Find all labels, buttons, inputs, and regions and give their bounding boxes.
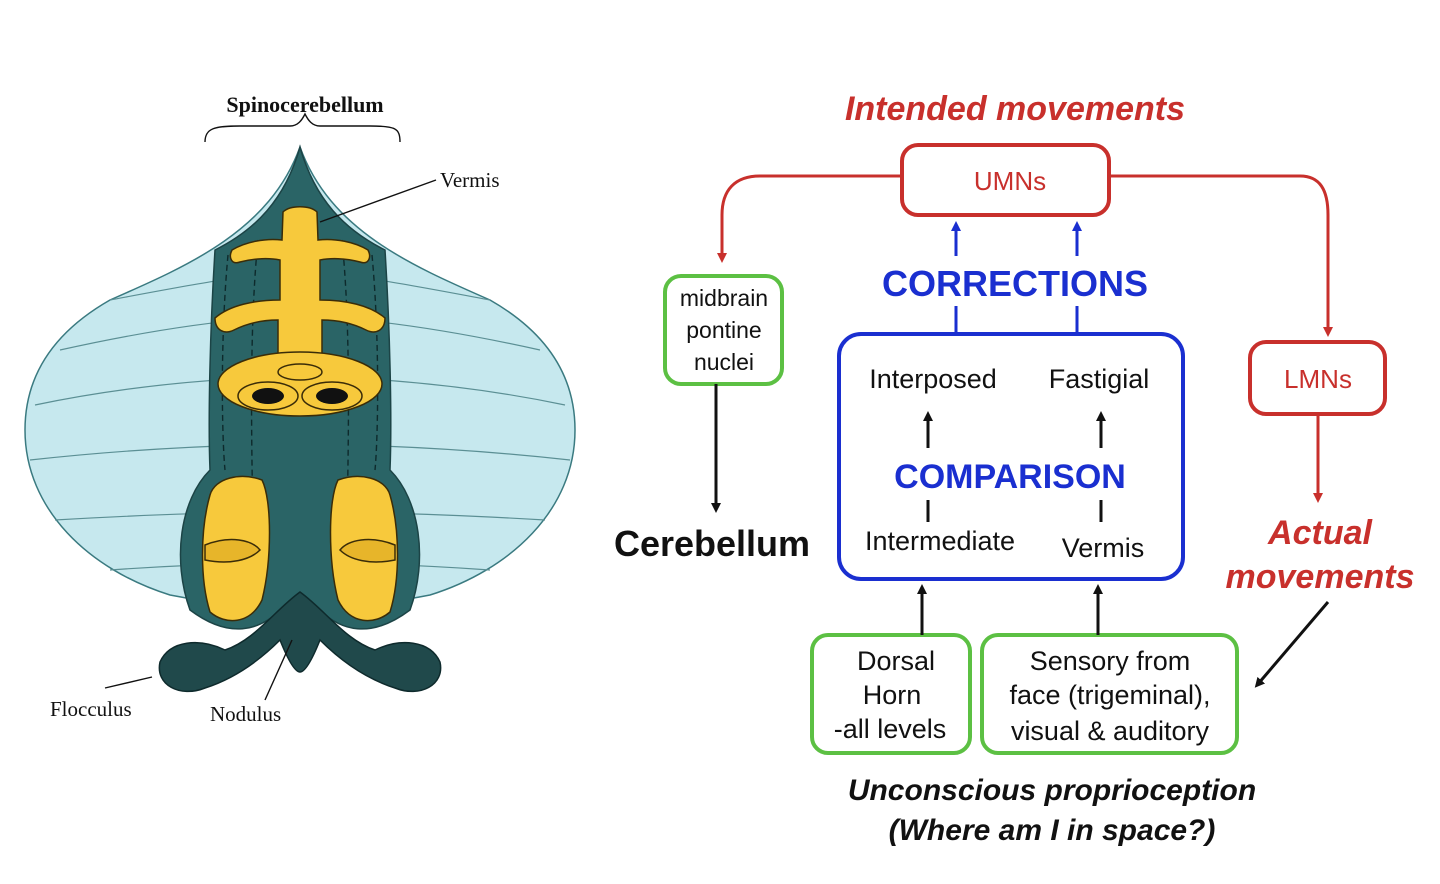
label-nodulus: Nodulus [210,702,281,726]
dorsal-line3: -all levels [834,714,947,744]
flocculonodular-lobe [158,591,442,693]
spinocerebellum-brace [204,112,401,143]
nodulus-leader [264,639,293,701]
corrections-label: CORRECTIONS [882,263,1148,304]
flocculus-leader [104,676,153,689]
sensory-box [980,633,1239,755]
fastigial-label: Fastigial [1049,364,1150,394]
sensory-line2: face (trigeminal), [1009,680,1210,710]
flow-diagram: Intended movements UMNs LMNs Actual move… [614,90,1415,847]
midbrain-line1: midbrain [680,285,768,311]
vermis-leader [319,179,437,223]
nuclei-box [837,332,1185,581]
label-vermis: Vermis [440,168,500,192]
unconscious-line2: (Where am I in space?) [889,814,1216,847]
dorsal-line2: Horn [863,680,922,710]
lmns-label: LMNs [1284,364,1352,394]
homunculus-lower [201,475,399,622]
dorsal-horn-box [810,633,972,755]
comparison-label: COMPARISON [894,458,1126,496]
midbrain-line3: nuclei [694,349,754,375]
actual-movements-line1: Actual [1267,514,1373,552]
anatomy-labels: Spinocerebellum Vermis Flocculus Nodulus [50,92,500,726]
cerebellum-illustration [24,144,576,693]
vermis-zone-label: Vermis [1062,533,1145,563]
actual-movements-line2: movements [1226,558,1415,596]
arrow-actual-to-sensory [1254,601,1330,688]
umns-label: UMNs [974,166,1046,196]
arrow-umns-to-lmns [1109,174,1333,337]
dorsal-line1: Dorsal [857,646,935,676]
label-flocculus: Flocculus [50,697,132,721]
cerebellum-label: Cerebellum [614,523,810,564]
midbrain-line2: pontine [686,317,761,343]
umns-box [900,143,1111,217]
title-intended-movements: Intended movements [845,90,1185,128]
sensory-line1: Sensory from [1030,646,1191,676]
homunculus-eyes [237,363,363,411]
unconscious-line1: Unconscious proprioception [848,774,1256,807]
midbrain-box [663,274,784,386]
interposed-label: Interposed [869,364,997,394]
intermediate-label: Intermediate [865,526,1015,556]
arrow-umns-to-midbrain [717,174,902,263]
sensory-line3: visual & auditory [1011,716,1210,746]
